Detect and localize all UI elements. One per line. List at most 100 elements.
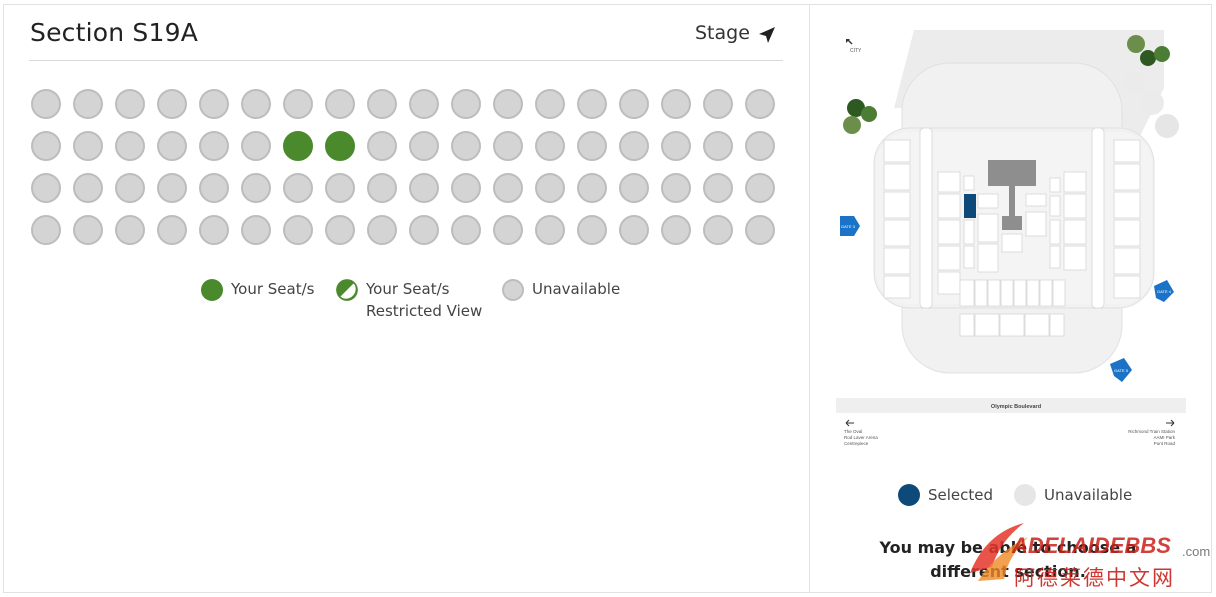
seat-unavailable[interactable] bbox=[31, 215, 61, 245]
seat-unavailable[interactable] bbox=[367, 131, 397, 161]
seat-unavailable[interactable] bbox=[367, 89, 397, 119]
seat-unavailable[interactable] bbox=[283, 89, 313, 119]
seat-unavailable[interactable] bbox=[157, 131, 187, 161]
seat-unavailable[interactable] bbox=[115, 89, 145, 119]
seat-unavailable[interactable] bbox=[115, 215, 145, 245]
seat-unavailable[interactable] bbox=[199, 173, 229, 203]
seat-unavailable[interactable] bbox=[703, 131, 733, 161]
legend-label: Unavailable bbox=[532, 280, 621, 298]
seat-unavailable[interactable] bbox=[451, 89, 481, 119]
seat-unavailable[interactable] bbox=[619, 173, 649, 203]
seat-unavailable[interactable] bbox=[241, 215, 271, 245]
legend-label-line2: Restricted View bbox=[366, 302, 483, 320]
seat-unavailable[interactable] bbox=[451, 215, 481, 245]
seat-unavailable[interactable] bbox=[577, 89, 607, 119]
seat-unavailable[interactable] bbox=[31, 89, 61, 119]
seat-unavailable[interactable] bbox=[577, 215, 607, 245]
seat-unavailable[interactable] bbox=[661, 215, 691, 245]
seat-unavailable[interactable] bbox=[661, 131, 691, 161]
seat-unavailable[interactable] bbox=[409, 173, 439, 203]
right-destination: Punt Road bbox=[1154, 441, 1176, 446]
panel-divider bbox=[809, 4, 810, 593]
seat-unavailable[interactable] bbox=[493, 215, 523, 245]
seat-unavailable[interactable] bbox=[325, 89, 355, 119]
seat-unavailable[interactable] bbox=[409, 131, 439, 161]
selected-swatch bbox=[898, 484, 920, 506]
floor-sections bbox=[977, 193, 1023, 273]
seat-unavailable[interactable] bbox=[535, 215, 565, 245]
seat-unavailable[interactable] bbox=[241, 131, 271, 161]
seat-unavailable[interactable] bbox=[73, 89, 103, 119]
seat-unavailable[interactable] bbox=[535, 131, 565, 161]
seat-unavailable[interactable] bbox=[367, 173, 397, 203]
seat-unavailable[interactable] bbox=[619, 215, 649, 245]
seat-unavailable[interactable] bbox=[325, 215, 355, 245]
seat-selected[interactable] bbox=[283, 131, 313, 161]
seat-unavailable[interactable] bbox=[703, 89, 733, 119]
seat-unavailable[interactable] bbox=[283, 215, 313, 245]
seat-unavailable[interactable] bbox=[157, 173, 187, 203]
left-destination: The Oval bbox=[844, 429, 862, 434]
your-seat-swatch bbox=[201, 279, 223, 301]
seat-unavailable[interactable] bbox=[745, 173, 775, 203]
title-divider bbox=[29, 60, 783, 61]
watermark-chinese: 阿德莱德中文网 bbox=[1014, 566, 1175, 590]
seat-unavailable[interactable] bbox=[325, 173, 355, 203]
seat-unavailable[interactable] bbox=[73, 131, 103, 161]
seat-unavailable[interactable] bbox=[199, 215, 229, 245]
seat-unavailable[interactable] bbox=[619, 89, 649, 119]
seat-unavailable[interactable] bbox=[535, 89, 565, 119]
seat-unavailable[interactable] bbox=[31, 131, 61, 161]
legend-unavailable: Unavailable bbox=[502, 279, 620, 301]
seat-unavailable[interactable] bbox=[73, 173, 103, 203]
seat-unavailable[interactable] bbox=[367, 215, 397, 245]
seat-unavailable[interactable] bbox=[535, 173, 565, 203]
choose-section-message: You may be able to choose a different se… bbox=[879, 538, 1137, 581]
seat-unavailable[interactable] bbox=[661, 89, 691, 119]
seat-unavailable[interactable] bbox=[409, 89, 439, 119]
seat-unavailable[interactable] bbox=[115, 131, 145, 161]
legend-label: Selected bbox=[928, 486, 994, 504]
seat-unavailable[interactable] bbox=[493, 89, 523, 119]
bottom-stand-sections bbox=[959, 279, 1066, 337]
seat-unavailable[interactable] bbox=[661, 173, 691, 203]
seat-unavailable[interactable] bbox=[493, 131, 523, 161]
seat-unavailable[interactable] bbox=[283, 173, 313, 203]
stage-direction-arrow-icon bbox=[759, 27, 775, 43]
section-title: Section S19A bbox=[30, 18, 199, 47]
trees-right bbox=[1123, 35, 1179, 138]
seat-selected[interactable] bbox=[325, 131, 355, 161]
restricted-seat-swatch-icon bbox=[336, 279, 358, 301]
seat-unavailable[interactable] bbox=[199, 131, 229, 161]
seat-unavailable[interactable] bbox=[745, 89, 775, 119]
seat-unavailable[interactable] bbox=[241, 173, 271, 203]
legend-restricted-view: Your Seat/s Restricted View bbox=[336, 279, 482, 322]
seat-unavailable[interactable] bbox=[451, 131, 481, 161]
seat-unavailable[interactable] bbox=[577, 173, 607, 203]
seat-unavailable[interactable] bbox=[745, 215, 775, 245]
seat-unavailable[interactable] bbox=[199, 89, 229, 119]
seat-unavailable[interactable] bbox=[493, 173, 523, 203]
left-destination: Rod Laver Arena bbox=[844, 435, 878, 440]
venue-map: CITY bbox=[836, 30, 1186, 446]
seat-unavailable[interactable] bbox=[73, 215, 103, 245]
seat-unavailable[interactable] bbox=[703, 173, 733, 203]
gate-5-label: GATE 5 bbox=[1114, 368, 1129, 373]
selected-section bbox=[964, 194, 976, 218]
seat-unavailable[interactable] bbox=[409, 215, 439, 245]
unavailable-map-swatch bbox=[1014, 484, 1036, 506]
seat-unavailable[interactable] bbox=[619, 131, 649, 161]
left-stand-sections bbox=[883, 127, 975, 309]
seat-unavailable[interactable] bbox=[577, 131, 607, 161]
seat-unavailable[interactable] bbox=[451, 173, 481, 203]
city-label: CITY bbox=[850, 48, 862, 54]
seat-unavailable[interactable] bbox=[31, 173, 61, 203]
trees-left bbox=[843, 99, 877, 134]
seat-unavailable[interactable] bbox=[115, 173, 145, 203]
seat-unavailable[interactable] bbox=[241, 89, 271, 119]
gate-3-marker: GATE 3 bbox=[840, 216, 860, 236]
seat-unavailable[interactable] bbox=[157, 215, 187, 245]
seat-unavailable[interactable] bbox=[157, 89, 187, 119]
seat-unavailable[interactable] bbox=[745, 131, 775, 161]
seat-unavailable[interactable] bbox=[703, 215, 733, 245]
